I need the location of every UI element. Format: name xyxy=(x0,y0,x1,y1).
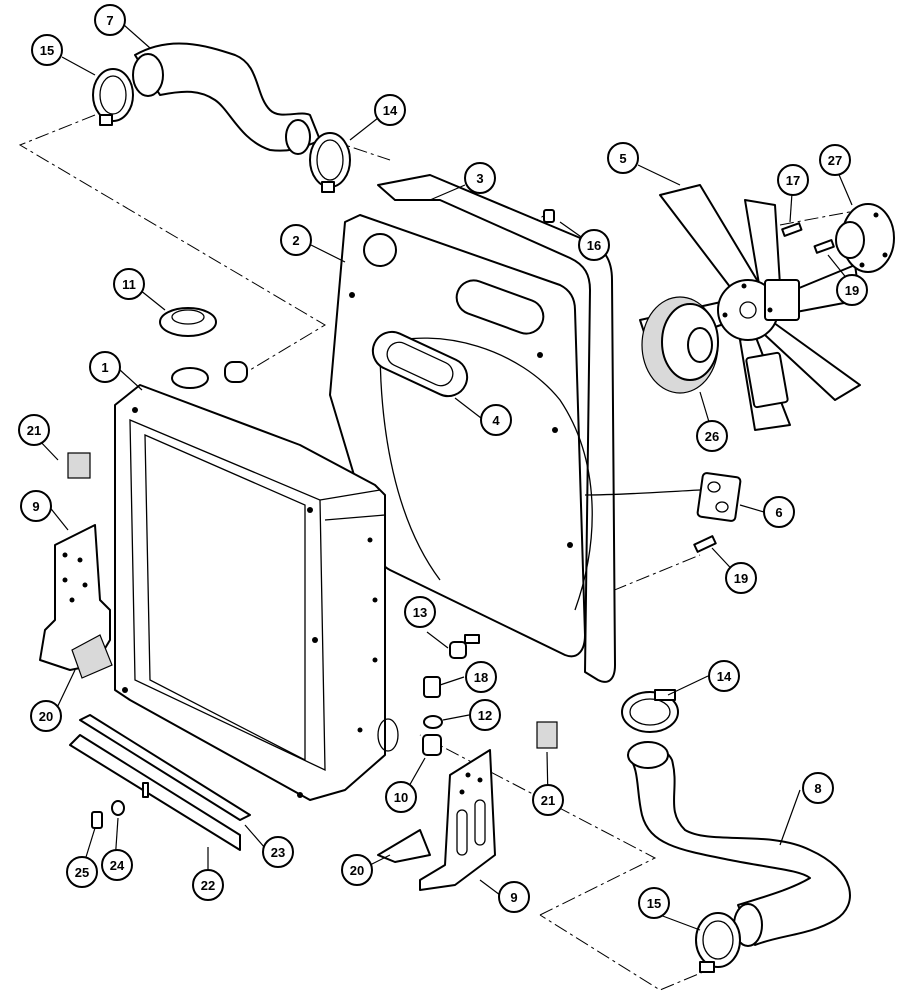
callout-label: 27 xyxy=(828,153,842,168)
radiator-cap xyxy=(159,307,217,337)
callout-21-left: 21 xyxy=(18,414,50,446)
callout-label: 8 xyxy=(814,781,821,796)
callout-7: 7 xyxy=(94,4,126,36)
mount-bolt-stack xyxy=(377,676,443,756)
callout-label: 13 xyxy=(413,605,427,620)
callout-label: 5 xyxy=(619,151,626,166)
fan-pulley xyxy=(641,296,719,394)
callout-18: 18 xyxy=(465,661,497,693)
right-mounting-bracket xyxy=(419,749,496,891)
right-rubber-pad xyxy=(377,829,431,863)
callout-label: 16 xyxy=(587,238,601,253)
callout-label: 12 xyxy=(478,708,492,723)
upper-hose xyxy=(132,42,321,155)
bottom-bolt-washer xyxy=(91,800,125,829)
callout-14-top: 14 xyxy=(374,94,406,126)
callout-label: 22 xyxy=(201,878,215,893)
lower-radiator-clamp xyxy=(621,689,679,733)
callout-2: 2 xyxy=(280,224,312,256)
callout-label: 19 xyxy=(734,571,748,586)
callout-6: 6 xyxy=(763,496,795,528)
callout-label: 18 xyxy=(474,670,488,685)
callout-label: 7 xyxy=(106,13,113,28)
callout-20-left: 20 xyxy=(30,700,62,732)
callout-label: 24 xyxy=(110,858,125,873)
callout-label: 14 xyxy=(717,669,732,684)
callout-label: 25 xyxy=(75,865,89,880)
callout-15-lower: 15 xyxy=(638,887,670,919)
callout-label: 4 xyxy=(492,413,500,428)
harness-grommet xyxy=(584,472,742,522)
callout-label: 2 xyxy=(292,233,299,248)
lower-hose-end-clamp xyxy=(695,912,741,973)
callout-16: 16 xyxy=(578,229,610,261)
callout-label: 26 xyxy=(705,429,719,444)
callout-1: 1 xyxy=(89,351,121,383)
callout-label: 15 xyxy=(647,896,661,911)
fan-shroud xyxy=(329,214,593,658)
callout-label: 9 xyxy=(32,499,39,514)
callout-label: 21 xyxy=(27,423,41,438)
callout-22: 22 xyxy=(192,869,224,901)
callout-23: 23 xyxy=(262,836,294,868)
callout-19-lower: 19 xyxy=(725,562,757,594)
callout-label: 9 xyxy=(510,890,517,905)
left-spacer xyxy=(67,452,91,479)
left-rubber-pad xyxy=(71,634,113,679)
callout-label: 11 xyxy=(122,277,136,292)
callout-label: 20 xyxy=(350,863,364,878)
callout-11: 11 xyxy=(113,268,145,300)
lower-end-hose-clamp xyxy=(309,132,351,193)
callout-14-lower: 14 xyxy=(708,660,740,692)
callout-10: 10 xyxy=(385,781,417,813)
radiator xyxy=(114,361,386,801)
callout-label: 14 xyxy=(383,103,398,118)
callout-label: 23 xyxy=(271,845,285,860)
callout-9-left: 9 xyxy=(20,490,52,522)
callout-27: 27 xyxy=(819,144,851,176)
callout-3: 3 xyxy=(464,162,496,194)
callout-label: 17 xyxy=(786,173,800,188)
grommet-slot xyxy=(371,330,469,398)
callout-label: 19 xyxy=(845,283,859,298)
callout-5: 5 xyxy=(607,142,639,174)
callout-label: 1 xyxy=(101,360,108,375)
callout-label: 21 xyxy=(541,793,555,808)
callout-8: 8 xyxy=(802,772,834,804)
callout-19-upper: 19 xyxy=(836,274,868,306)
bolts xyxy=(543,209,835,553)
callout-label: 3 xyxy=(476,171,483,186)
callout-21-right: 21 xyxy=(532,784,564,816)
callout-4: 4 xyxy=(480,404,512,436)
callout-17: 17 xyxy=(777,164,809,196)
callout-label: 6 xyxy=(775,505,782,520)
drain-valve xyxy=(449,634,480,659)
callout-12: 12 xyxy=(469,699,501,731)
callout-13: 13 xyxy=(404,596,436,628)
callout-15-top: 15 xyxy=(31,34,63,66)
bottom-channel xyxy=(69,714,251,851)
callout-20-right: 20 xyxy=(341,854,373,886)
upper-hose-clamp xyxy=(92,68,134,126)
callout-24: 24 xyxy=(101,849,133,881)
fan-hub xyxy=(835,203,895,273)
callout-label: 10 xyxy=(394,790,408,805)
right-spacer xyxy=(536,721,558,749)
callout-26: 26 xyxy=(696,420,728,452)
callout-9-right: 9 xyxy=(498,881,530,913)
callout-25: 25 xyxy=(66,856,98,888)
callout-label: 20 xyxy=(39,709,53,724)
callout-label: 15 xyxy=(40,43,54,58)
